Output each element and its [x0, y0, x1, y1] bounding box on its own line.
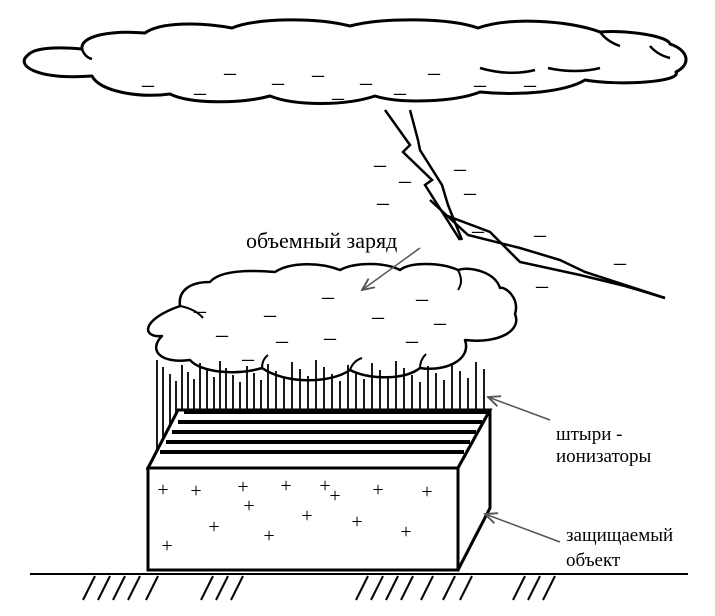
ground-hatch-stroke — [112, 575, 126, 601]
minus-charge: – — [535, 273, 549, 299]
plus-charge: + — [319, 475, 330, 497]
minus-charge: – — [275, 328, 289, 354]
minus-charge: – — [398, 168, 412, 194]
minus-charge: – — [263, 302, 277, 328]
minus-charge: – — [453, 156, 467, 182]
minus-charge: – — [223, 60, 237, 86]
lightning-bolt — [383, 109, 666, 300]
object-label-line2: объект — [566, 550, 621, 571]
plus-charge: + — [237, 476, 248, 498]
minus-charge: – — [613, 250, 627, 276]
pins-label-line2: ионизаторы — [556, 446, 652, 467]
minus-charge: – — [463, 180, 477, 206]
object-label-line1: защищаемый — [566, 525, 673, 546]
minus-charge: – — [393, 80, 407, 106]
minus-charge: – — [533, 222, 547, 248]
minus-charge: – — [311, 62, 325, 88]
plus-charge: + — [161, 535, 172, 557]
minus-charge: – — [523, 72, 537, 98]
ground-hatch-stroke — [355, 575, 369, 601]
minus-charge: – — [371, 304, 385, 330]
minus-charge: – — [193, 80, 207, 106]
ground-hatch-stroke — [200, 575, 214, 601]
object-top-face — [145, 408, 493, 470]
ground-hatch-stroke — [400, 575, 414, 601]
ground-hatch-stroke — [127, 575, 141, 601]
minus-charge: – — [433, 310, 447, 336]
minus-charge: – — [323, 325, 337, 351]
minus-charge: – — [193, 298, 207, 324]
charges: –––––––––––––––––––––––––––––––+++++++++… — [141, 60, 627, 557]
plus-charge: + — [351, 511, 362, 533]
ground-hatching — [82, 575, 556, 601]
space-charge-label: объемный заряд — [246, 228, 397, 253]
minus-charge: – — [271, 70, 285, 96]
minus-charge: – — [321, 284, 335, 310]
space-charge-arrow — [362, 247, 421, 290]
plus-charge: + — [263, 525, 274, 547]
ground-hatch-stroke — [459, 575, 473, 601]
minus-charge: – — [376, 190, 390, 216]
minus-charge: – — [241, 346, 255, 372]
callout-arrows — [362, 247, 561, 543]
plus-charge: + — [301, 505, 312, 527]
plus-charge: + — [157, 479, 168, 501]
plus-charge: + — [243, 495, 254, 517]
plus-charge: + — [280, 475, 291, 497]
ground-hatch-stroke — [370, 575, 384, 601]
minus-charge: – — [215, 322, 229, 348]
object-front-face — [146, 466, 460, 572]
ground-hatch-stroke — [420, 575, 434, 601]
ground-hatch-stroke — [230, 575, 244, 601]
ground-hatch-stroke — [442, 575, 456, 601]
object-arrow — [485, 514, 561, 543]
ground-hatch-stroke — [542, 575, 556, 601]
minus-charge: – — [427, 60, 441, 86]
ground-hatch-stroke — [82, 575, 96, 601]
ground-hatch-stroke — [527, 575, 541, 601]
pins-arrow — [488, 397, 551, 421]
minus-charge: – — [415, 286, 429, 312]
ground-hatch-stroke — [385, 575, 399, 601]
ground-hatch-stroke — [97, 575, 111, 601]
plus-charge: + — [208, 516, 219, 538]
minus-charge: – — [141, 72, 155, 98]
plus-charge: + — [190, 480, 201, 502]
thundercloud — [22, 18, 688, 105]
ionizer-rails — [160, 410, 488, 454]
minus-charge: – — [331, 85, 345, 111]
minus-charge: – — [473, 72, 487, 98]
pins-label-line1: штыри - — [556, 424, 622, 445]
ground-hatch-stroke — [215, 575, 229, 601]
ground-hatch-stroke — [145, 575, 159, 601]
minus-charge: – — [471, 218, 485, 244]
plus-charge: + — [329, 485, 340, 507]
minus-charge: – — [359, 70, 373, 96]
thundercloud-inner-lines — [80, 31, 671, 74]
space-charge-cloud-inner-lines — [179, 269, 462, 371]
ionizer-pins — [156, 360, 485, 455]
plus-charge: + — [400, 521, 411, 543]
ground — [30, 573, 688, 601]
plus-charge: + — [421, 481, 432, 503]
minus-charge: – — [405, 328, 419, 354]
ground-hatch-stroke — [512, 575, 526, 601]
plus-charge: + — [372, 479, 383, 501]
minus-charge: – — [373, 152, 387, 178]
